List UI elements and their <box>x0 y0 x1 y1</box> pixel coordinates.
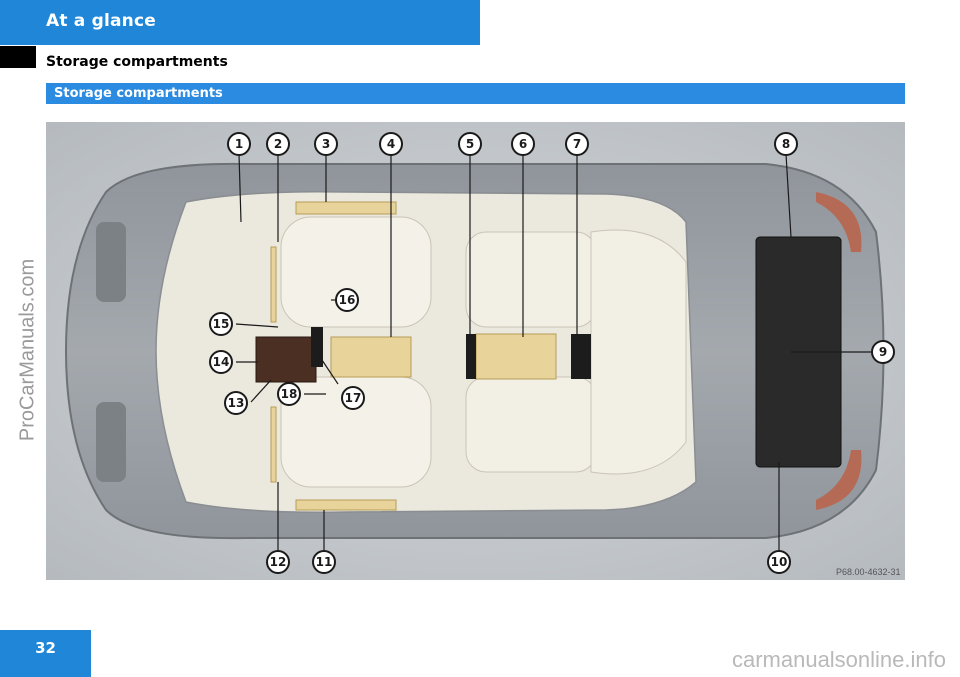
center-console-dash <box>255 336 317 383</box>
svg-text:3: 3 <box>322 137 330 151</box>
rear-armrest-compartment <box>571 334 591 379</box>
svg-text:18: 18 <box>281 387 298 401</box>
callout-7: 7 <box>565 132 589 156</box>
armrest-compartment <box>466 334 476 379</box>
subsection-bar: Storage compartments <box>46 83 905 104</box>
callout-14: 14 <box>209 350 233 374</box>
svg-text:8: 8 <box>782 137 790 151</box>
front-seats <box>280 216 432 488</box>
callout-4: 4 <box>379 132 403 156</box>
callout-12: 12 <box>266 550 290 574</box>
callout-11: 11 <box>312 550 336 574</box>
black-compartment <box>311 327 323 367</box>
rear-seats <box>465 229 687 475</box>
callout-1: 1 <box>227 132 251 156</box>
svg-text:13: 13 <box>228 396 245 410</box>
chapter-header-tab: At a glance <box>0 0 480 45</box>
rear-light-bottom <box>816 450 862 510</box>
highlighted-compartments <box>270 201 557 511</box>
page-number: 32 <box>35 639 56 657</box>
svg-text:6: 6 <box>519 137 527 151</box>
callout-6: 6 <box>511 132 535 156</box>
hood-vents <box>96 222 126 482</box>
callout-16: 16 <box>335 288 359 312</box>
callout-leaders <box>235 153 871 550</box>
svg-text:11: 11 <box>316 555 333 569</box>
car-storage-illustration: 1 2 3 4 5 6 7 8 9 10 11 12 13 14 15 16 1… <box>46 122 905 580</box>
svg-text:5: 5 <box>466 137 474 151</box>
section-title: Storage compartments <box>46 54 228 70</box>
svg-text:2: 2 <box>274 137 282 151</box>
rear-light-top <box>816 192 862 252</box>
figure-code: P68.00-4632-31 <box>836 567 901 577</box>
svg-text:17: 17 <box>345 391 362 405</box>
callout-17: 17 <box>341 386 365 410</box>
svg-text:1: 1 <box>235 137 243 151</box>
svg-text:4: 4 <box>387 137 395 151</box>
svg-text:10: 10 <box>771 555 788 569</box>
svg-text:12: 12 <box>270 555 287 569</box>
callout-5: 5 <box>458 132 482 156</box>
callout-10: 10 <box>767 550 791 574</box>
svg-text:15: 15 <box>213 317 230 331</box>
svg-text:16: 16 <box>339 293 356 307</box>
callout-18: 18 <box>277 382 301 406</box>
section-marker <box>0 46 36 68</box>
callout-8: 8 <box>774 132 798 156</box>
callout-2: 2 <box>266 132 290 156</box>
side-watermark: ProCarManuals.com <box>16 258 39 442</box>
callout-15: 15 <box>209 312 233 336</box>
callout-3: 3 <box>314 132 338 156</box>
subsection-title: Storage compartments <box>54 86 223 101</box>
svg-text:9: 9 <box>879 345 887 359</box>
callout-9: 9 <box>871 340 895 364</box>
svg-text:7: 7 <box>573 137 581 151</box>
bottom-watermark: carmanualsonline.info <box>731 647 946 672</box>
callout-13: 13 <box>224 391 248 415</box>
svg-text:14: 14 <box>213 355 230 369</box>
chapter-title: At a glance <box>46 11 156 31</box>
page-number-tab: 32 <box>0 630 91 677</box>
